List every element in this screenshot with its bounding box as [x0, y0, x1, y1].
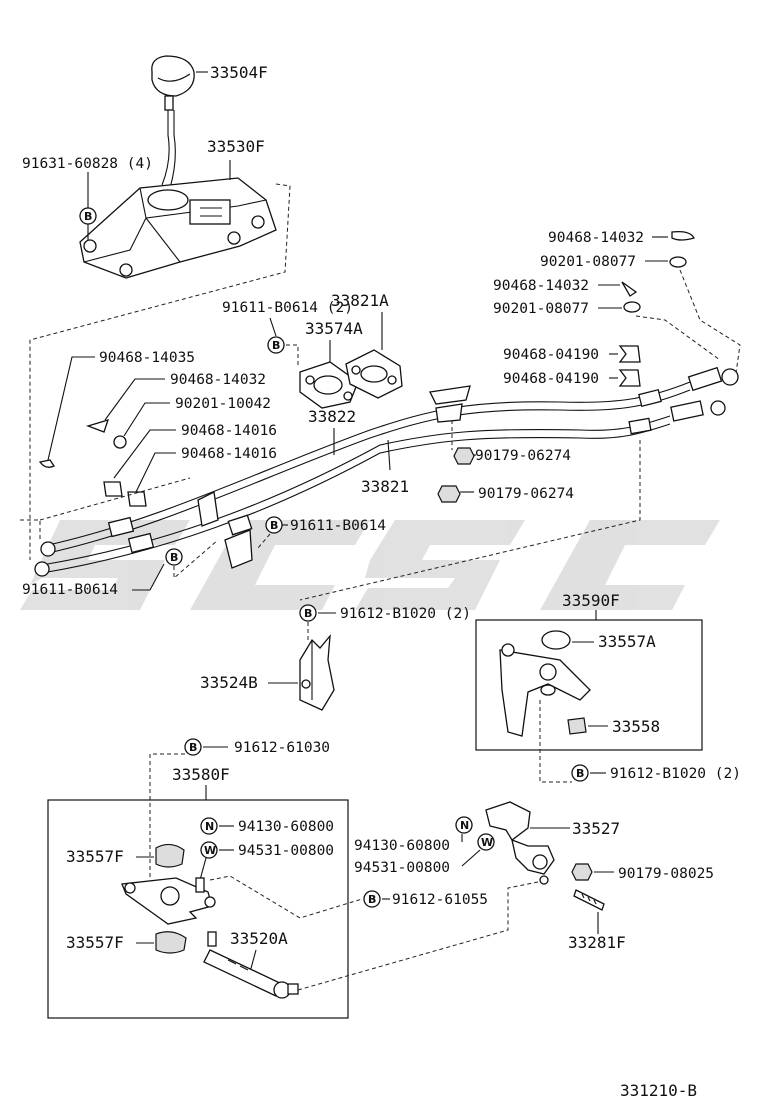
label-washer-a2: 90201-08077 [493, 301, 589, 317]
label-nut-right: 94130-60800 [354, 838, 450, 854]
bolt-badge-bracket: B [299, 604, 317, 622]
label-bushing-b: 33558 [612, 717, 660, 736]
bolt-badge-housing: B [79, 207, 97, 225]
rod-part [203, 931, 299, 999]
label-washer-sub: 94531-00800 [238, 843, 334, 859]
nut-1-shape [453, 447, 475, 465]
sub-assy-box [47, 799, 349, 1019]
nut-badge-right: N [455, 816, 473, 834]
svg-text:B: B [84, 210, 92, 223]
shift-knob-part [151, 55, 208, 189]
label-pin-a1: 90468-14032 [548, 230, 644, 246]
washer-a2-shape [623, 301, 641, 313]
nut-2-shape [437, 485, 461, 503]
washer-a1-shape [669, 256, 687, 268]
bolt-badge-retainer: B [267, 336, 285, 354]
label-pin-b1: 90468-14035 [99, 350, 195, 366]
bolt-badge-left: B [165, 548, 183, 566]
nut-right2-shape [571, 863, 593, 881]
bolt-badge-sub: B [363, 890, 381, 908]
label-retainer-b: 33821A [331, 291, 389, 310]
svg-text:B: B [189, 741, 197, 754]
label-rod: 33520A [230, 929, 288, 948]
svg-text:W: W [481, 836, 493, 849]
label-lever-assy: 33590F [562, 591, 620, 610]
label-nut-1: 90179-06274 [475, 448, 571, 464]
bushing-f1-shape [155, 843, 185, 868]
label-bushing-f2: 33557F [66, 933, 124, 952]
pin-b1-shape [38, 459, 55, 468]
label-retainer: 33574A [305, 319, 363, 338]
label-bolt-sub-top: 91612-61030 [234, 740, 330, 756]
label-washer-a1: 90201-08077 [540, 254, 636, 270]
label-bolt-left: 91611-B0614 [22, 582, 118, 598]
bolt-badge-mid: B [265, 516, 283, 534]
lever-assy-box [475, 619, 703, 751]
label-nut-right2: 90179-08025 [618, 866, 714, 882]
bracket-part [299, 634, 335, 711]
bolt-badge-lever: B [571, 764, 589, 782]
label-washer-right: 94531-00800 [354, 860, 450, 876]
label-clip-2: 90468-04190 [503, 371, 599, 387]
stud-part [573, 889, 605, 911]
pin-a1-shape [671, 230, 695, 241]
pin-b2-shape [85, 419, 110, 433]
washer-badge-sub: W [200, 841, 218, 859]
lever-housing-part [79, 160, 277, 279]
label-cable-shift: 33821 [361, 477, 409, 496]
retainer-b-part [345, 349, 403, 399]
clip-2-shape [618, 369, 641, 387]
label-nut-2: 90179-06274 [478, 486, 574, 502]
label-clip-1: 90468-04190 [503, 347, 599, 363]
svg-text:B: B [576, 767, 584, 780]
svg-text:B: B [170, 551, 178, 564]
label-bolt-retainer: 91611-B0614 (2) [222, 300, 353, 316]
svg-text:N: N [460, 819, 469, 832]
label-bolt-lever: 91612-B1020 (2) [610, 766, 741, 782]
cables [34, 366, 739, 577]
label-bolt-mid: 91611-B0614 [290, 518, 386, 534]
clip-b2-shape [127, 491, 147, 507]
bushing-a-shape [541, 630, 571, 650]
label-bolt-housing: 91631-60828 (4) [22, 156, 153, 172]
nut-badge-sub: N [200, 817, 218, 835]
diagram-code: 331210-B [620, 1081, 697, 1100]
bolt-badge-sub-top: B [184, 738, 202, 756]
label-lever-housing: 33530F [207, 137, 265, 156]
label-washer-b: 90201-10042 [175, 396, 271, 412]
washer-badge-right: W [477, 833, 495, 851]
label-bolt-sub: 91612-61055 [392, 892, 488, 908]
bushing-f2-shape [155, 931, 187, 954]
label-clip-b2: 90468-14016 [181, 446, 277, 462]
svg-text:B: B [304, 607, 312, 620]
label-lever-part: 33527 [572, 819, 620, 838]
label-nut-sub: 94130-60800 [238, 819, 334, 835]
label-bushing-f1: 33557F [66, 847, 124, 866]
label-pin-b2: 90468-14032 [170, 372, 266, 388]
retainer-part [299, 361, 359, 409]
label-cable-select: 33822 [308, 407, 356, 426]
svg-text:B: B [272, 339, 280, 352]
svg-text:B: B [368, 893, 376, 906]
svg-text:B: B [270, 519, 278, 532]
pin-a2-shape [621, 281, 638, 297]
label-sub-assy: 33580F [172, 765, 230, 784]
label-pin-a2: 90468-14032 [493, 278, 589, 294]
svg-text:N: N [205, 820, 214, 833]
svg-text:W: W [204, 844, 216, 857]
washer-b-shape [113, 435, 127, 449]
clip-1-shape [618, 345, 641, 363]
lever-assy-part [499, 643, 591, 737]
clip-b1-shape [103, 481, 123, 497]
label-stud: 33281F [568, 933, 626, 952]
bushing-b-shape [567, 717, 587, 735]
lever-part-shape [485, 801, 555, 885]
label-knob: 33504F [210, 63, 268, 82]
label-bracket: 33524B [200, 673, 258, 692]
label-clip-b1: 90468-14016 [181, 423, 277, 439]
sub-assy-part [121, 877, 216, 925]
label-bolt-bracket: 91612-B1020 (2) [340, 606, 471, 622]
label-bushing-a: 33557A [598, 632, 656, 651]
